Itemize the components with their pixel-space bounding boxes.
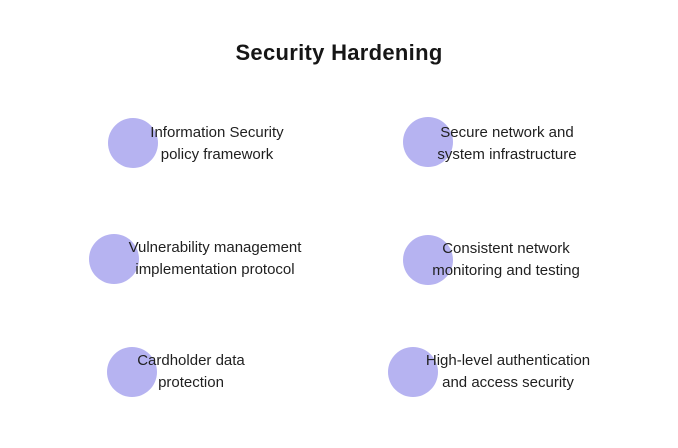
item-label: Secure network and system infrastructure (387, 122, 627, 166)
item-label-line: policy framework (160, 146, 274, 163)
item-label-line: Cardholder data (137, 352, 245, 369)
item-label: Information Security policy framework (97, 122, 337, 166)
item-label-line: Information Security (150, 124, 284, 141)
item-label: Cardholder data protection (71, 350, 311, 394)
bullet-circle-icon (107, 347, 157, 397)
item-label-line: Vulnerability management (128, 239, 302, 256)
item-label-line: Secure network and (440, 124, 574, 141)
bullet-circle-icon (388, 347, 438, 397)
item-label-line: monitoring and testing (432, 262, 580, 279)
page-title: Security Hardening (235, 40, 443, 65)
item-label-line: system infrastructure (437, 146, 577, 163)
item-label-line: implementation protocol (135, 261, 295, 278)
bullet-circle-icon (108, 118, 158, 168)
bullet-circle-icon (403, 235, 453, 285)
item-label-line: and access security (442, 374, 574, 391)
item-label-line: Consistent network (442, 240, 570, 257)
item-label-line: High-level authentication (425, 352, 591, 369)
item-label: Vulnerability management implementation … (95, 237, 335, 281)
bullet-circle-icon (89, 234, 139, 284)
item-label: Consistent network monitoring and testin… (386, 238, 626, 282)
bullet-circle-icon (403, 117, 453, 167)
item-label-line: protection (158, 374, 224, 391)
item-label: High-level authentication and access sec… (388, 350, 628, 394)
